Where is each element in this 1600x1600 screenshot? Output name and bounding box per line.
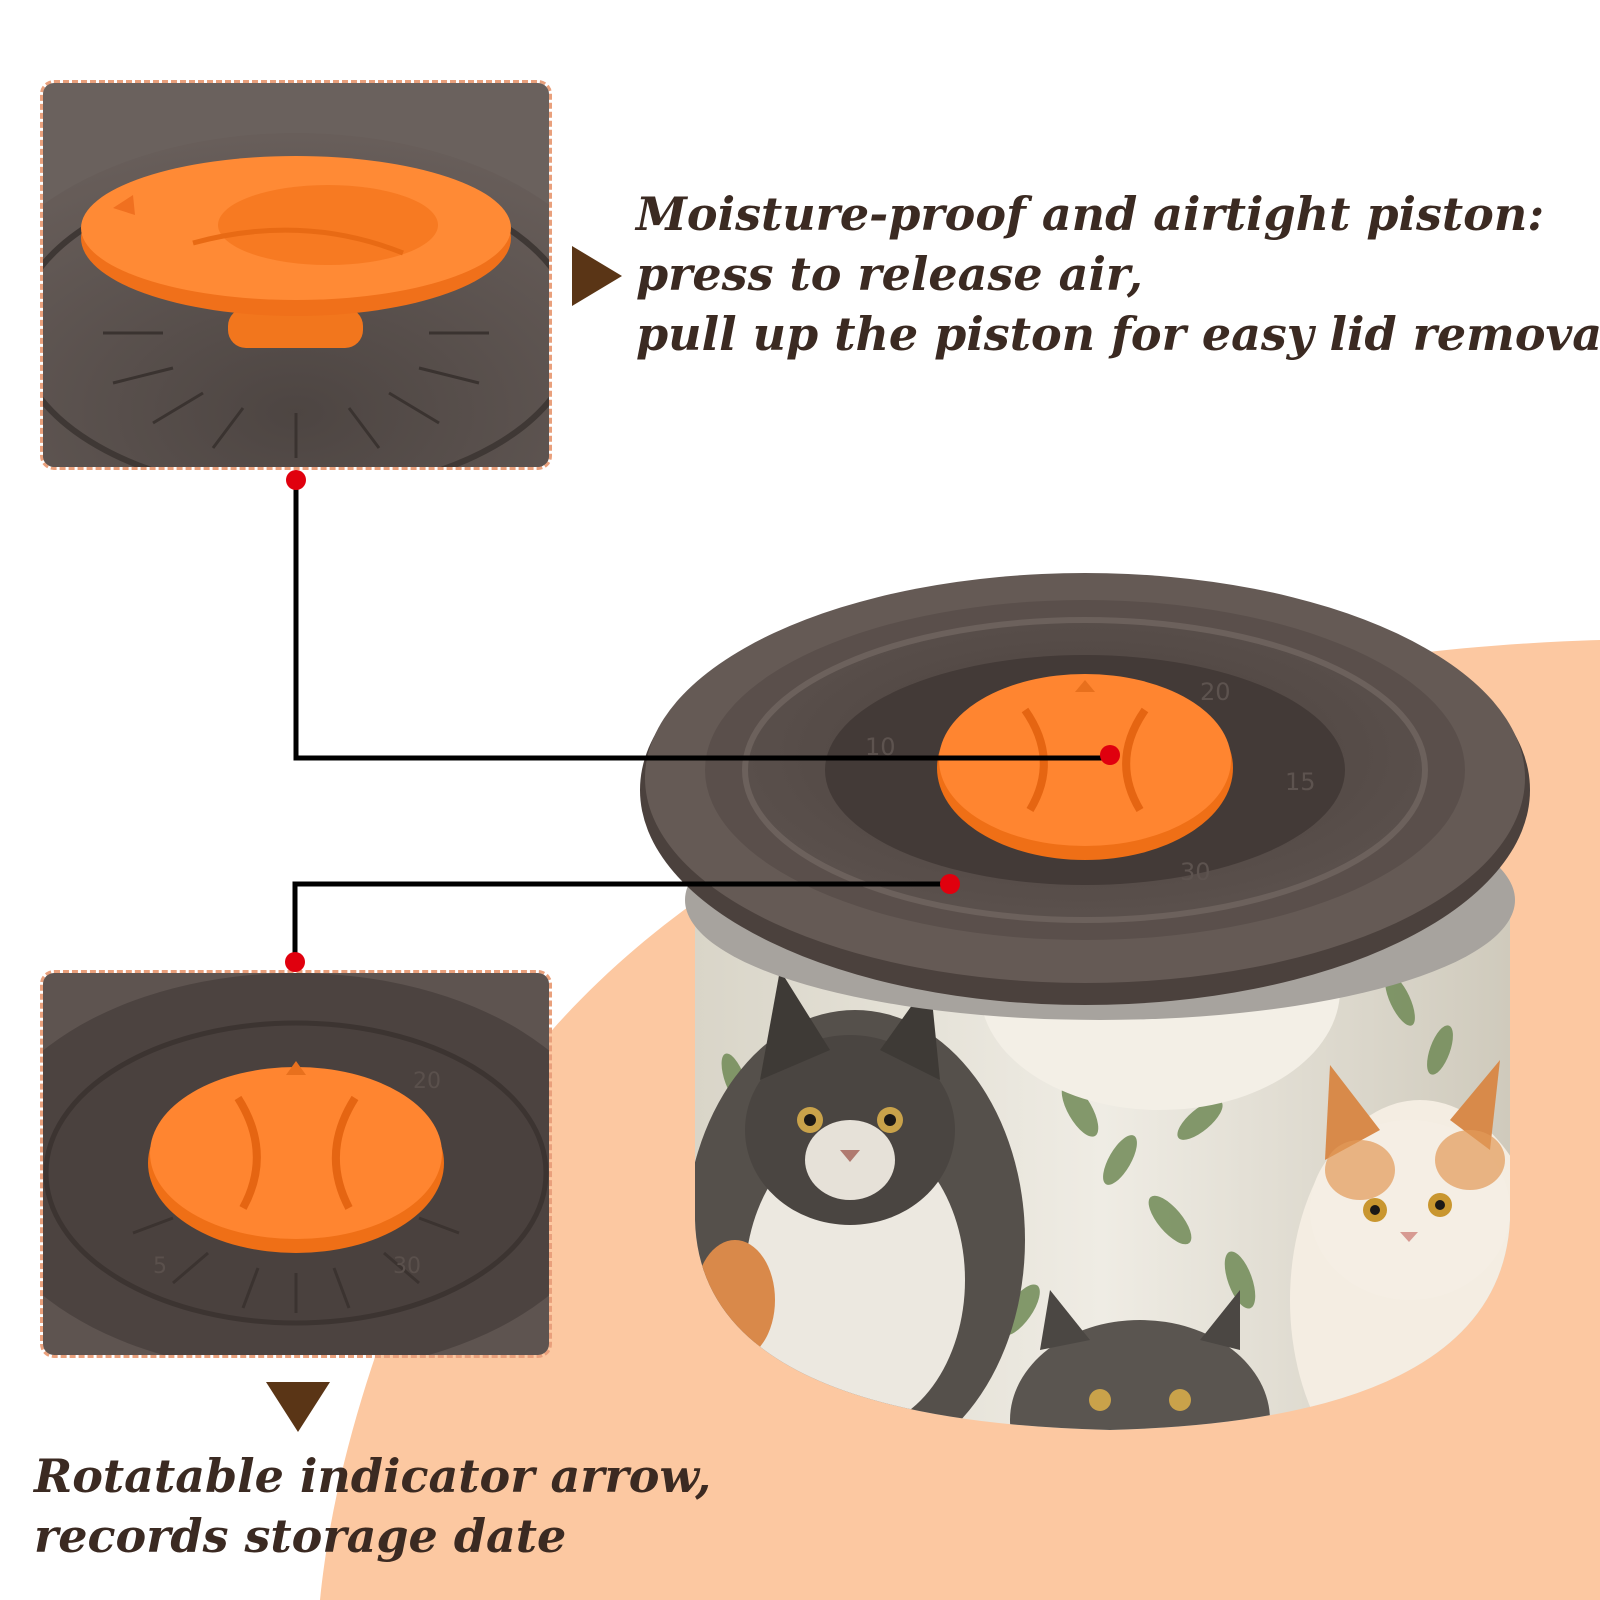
piston-closeup-image — [43, 83, 549, 467]
indicator-callout-text: Rotatable indicator arrow, records stora… — [34, 1446, 711, 1566]
dial-label-30: 30 — [1180, 858, 1211, 886]
dial-label-20: 20 — [1200, 678, 1231, 706]
inset-dial-label-5: 5 — [153, 1254, 167, 1279]
piston-closeup-inset — [40, 80, 552, 470]
inset-dial-label-20: 20 — [413, 1069, 441, 1094]
indicator-callout-line-1: Rotatable indicator arrow, — [34, 1449, 712, 1503]
dial-label-10: 10 — [865, 733, 896, 761]
piston-callout-line-2: press to release air, — [636, 247, 1143, 301]
piston-callout-line-3: pull up the piston for easy lid removal — [636, 307, 1600, 361]
indicator-closeup-inset: 20 5 30 — [40, 970, 552, 1358]
indicator-closeup-image: 20 5 30 — [43, 973, 549, 1355]
triangle-down-icon — [266, 1382, 330, 1432]
indicator-callout-line-2: records storage date — [34, 1509, 567, 1563]
dial-label-15: 15 — [1285, 768, 1316, 796]
inset-dial-label-30: 30 — [393, 1254, 421, 1279]
food-container-product-image: 20 10 15 30 — [640, 573, 1530, 1430]
piston-callout-line-1: Moisture-proof and airtight piston: — [636, 187, 1545, 241]
piston-callout-text: Moisture-proof and airtight piston: pres… — [636, 184, 1600, 364]
triangle-right-icon — [572, 246, 622, 306]
